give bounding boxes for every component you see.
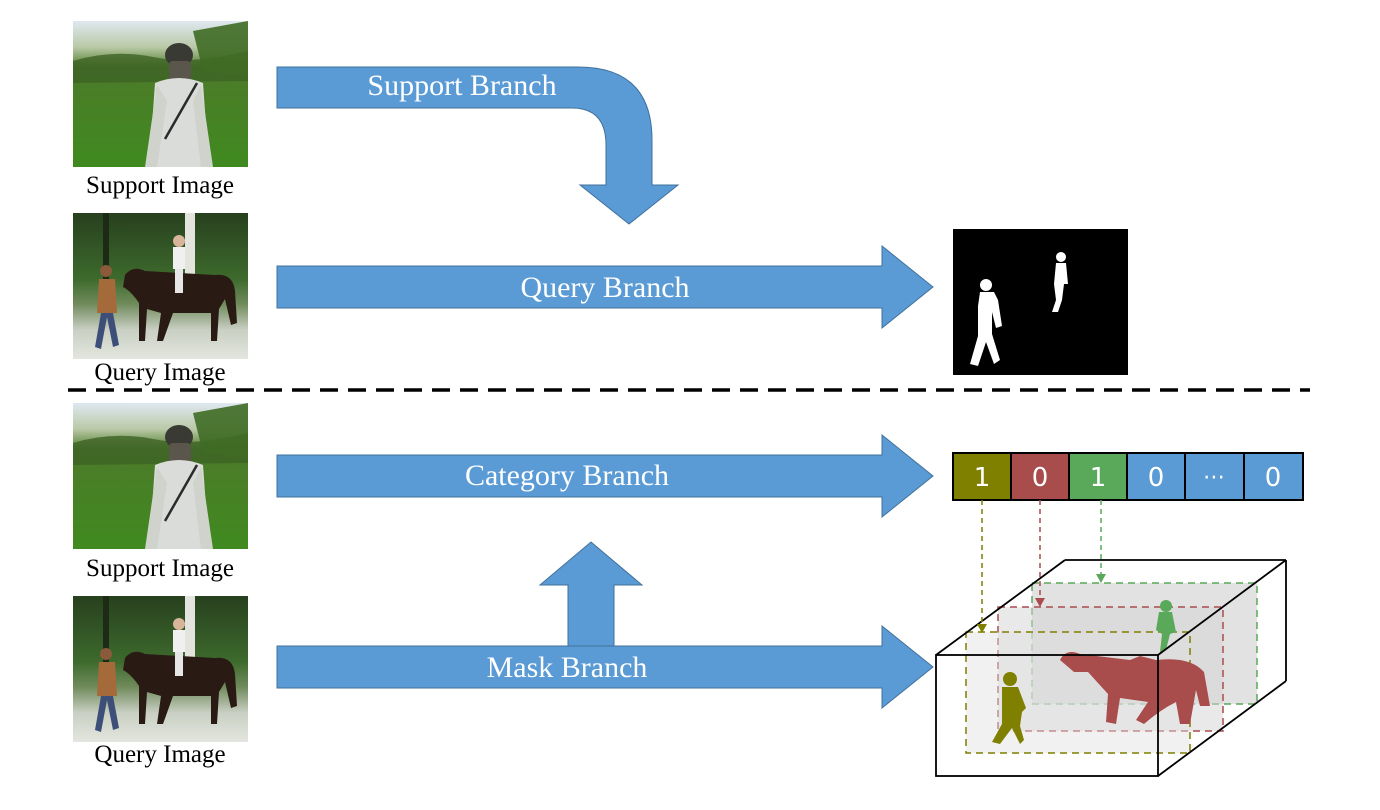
category-branch-arrow <box>276 433 934 519</box>
category-cell-2 <box>1010 452 1070 501</box>
output-mask <box>953 229 1128 375</box>
mask-walker-silhouette <box>970 279 1002 366</box>
top-query-label: Query Image <box>94 359 225 386</box>
query-branch-arrow <box>276 244 934 330</box>
category-cell-3-text: 1 <box>1090 463 1107 493</box>
bottom-support-label: Support Image <box>86 555 234 582</box>
category-cell-5 <box>1184 452 1245 501</box>
red-horse-mask <box>1060 652 1210 724</box>
top-support-label: Support Image <box>86 172 234 199</box>
mask-branch-label: Mask Branch <box>487 651 648 684</box>
top-support-image <box>71 19 250 169</box>
category-cell-5-text: ⋯ <box>1203 465 1225 490</box>
olive-walker-mask <box>992 672 1026 744</box>
bottom-query-label: Query Image <box>94 741 225 768</box>
category-branch-label: Category Branch <box>465 459 669 492</box>
query-branch-label: Query Branch <box>520 271 689 304</box>
category-cell-1-text: 1 <box>974 463 991 493</box>
category-cell-4 <box>1126 452 1186 501</box>
top-query-image <box>73 213 248 359</box>
cell-to-plane-arrows <box>977 500 1106 633</box>
mask-cube <box>935 559 1287 777</box>
bottom-query-image <box>73 596 248 742</box>
mask-rider-silhouette <box>1052 252 1068 312</box>
category-cell-6 <box>1243 452 1304 501</box>
category-cell-6-text: 0 <box>1265 463 1282 493</box>
mask-to-category-arrow <box>538 541 644 649</box>
category-cell-4-text: 0 <box>1148 463 1165 493</box>
green-rider-mask <box>1156 600 1176 652</box>
category-cell-3 <box>1068 452 1128 501</box>
support-branch-arrow <box>276 66 680 225</box>
mask-branch-arrow <box>276 624 934 710</box>
bottom-support-image <box>71 401 250 551</box>
category-vector: 1 0 1 0 ⋯ 0 <box>952 452 1304 501</box>
support-branch-label: Support Branch <box>367 69 556 102</box>
category-cell-2-text: 0 <box>1032 463 1049 493</box>
